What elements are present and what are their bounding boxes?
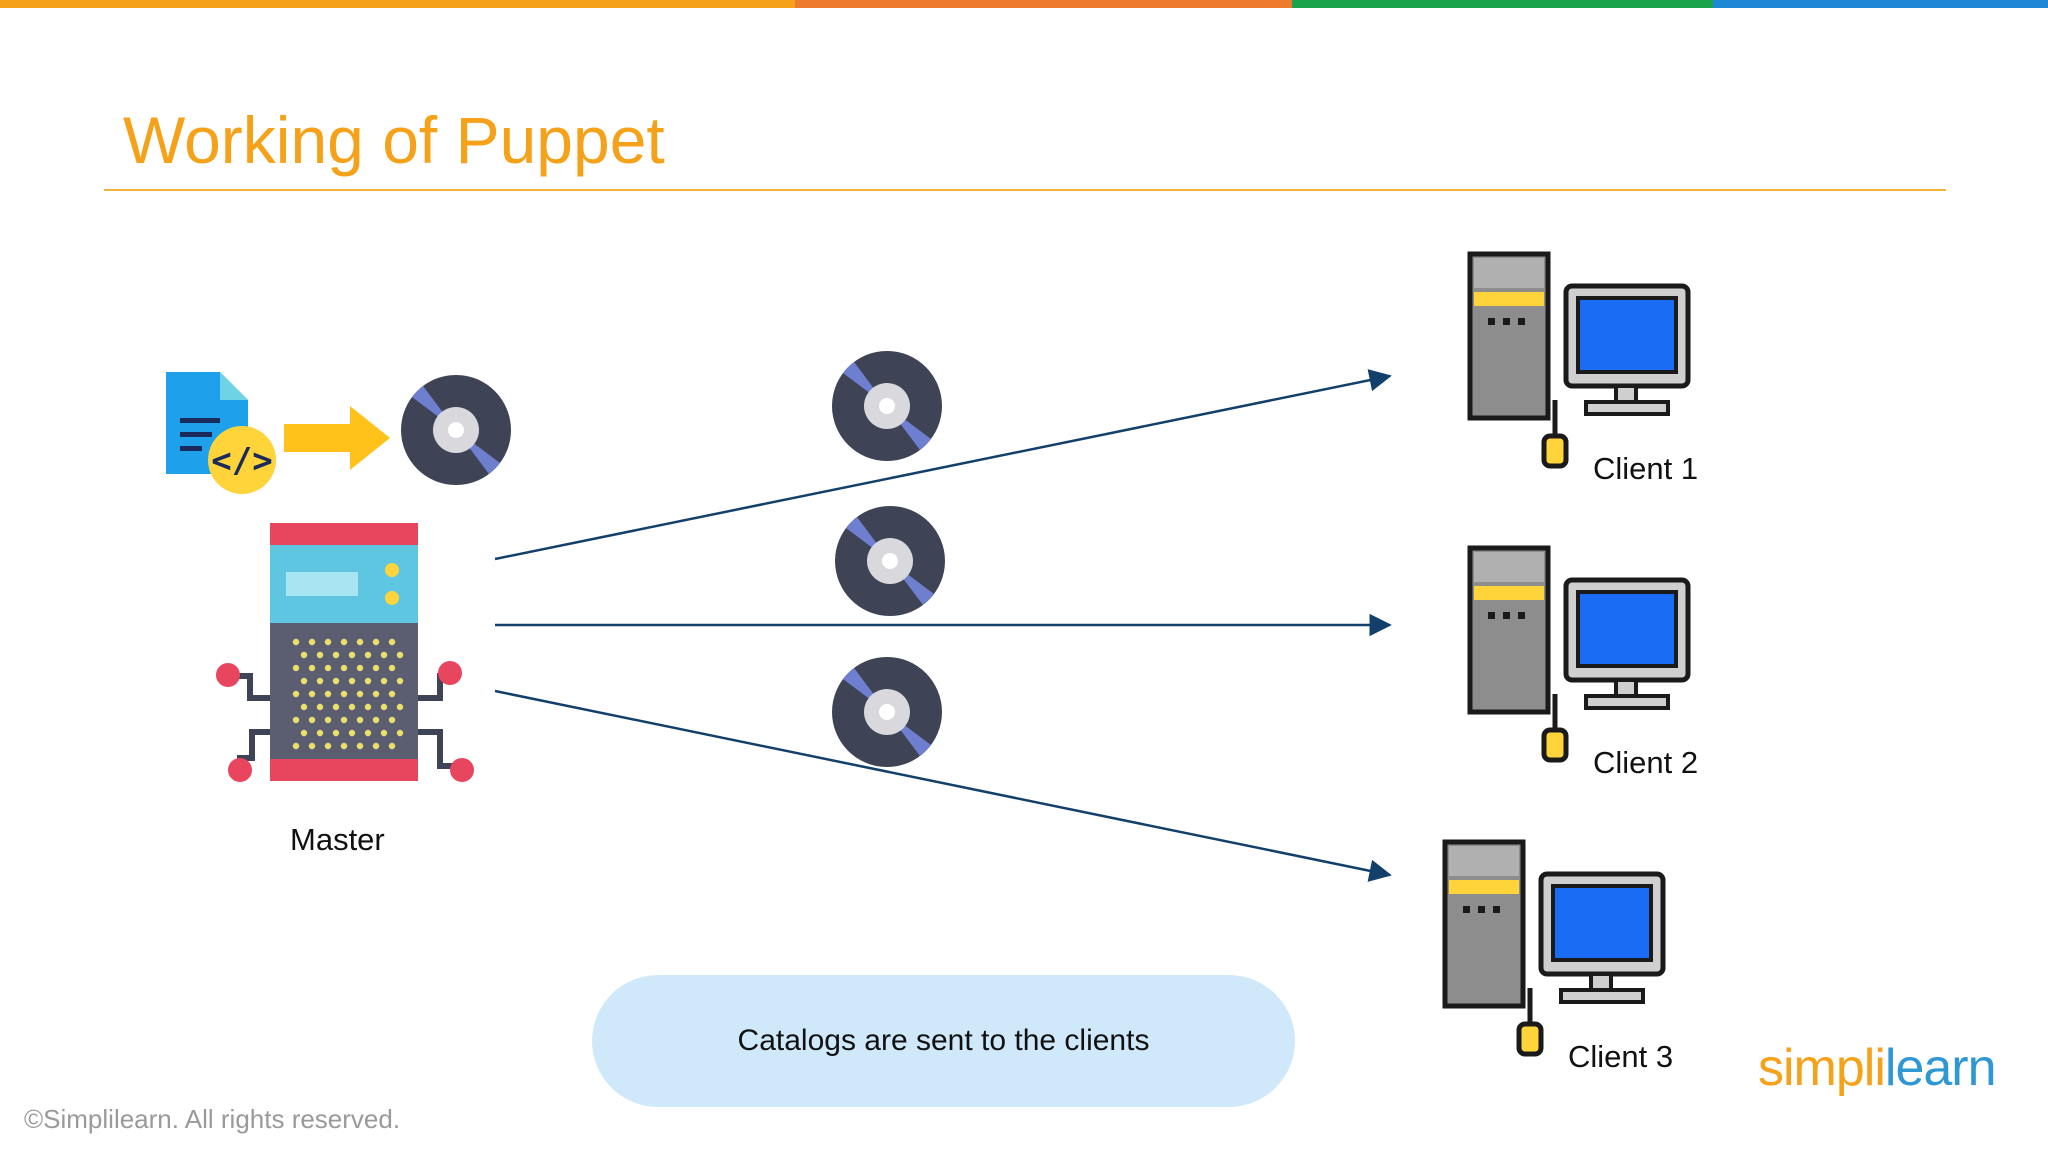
server-vent-dot <box>300 703 308 711</box>
server-vent-dot <box>388 664 396 672</box>
server-vent-dot <box>380 651 388 659</box>
server-vent-dot <box>324 638 332 646</box>
logo-part-simpl: simpl <box>1758 1039 1875 1097</box>
caption-bubble: Catalogs are sent to the clients <box>592 975 1295 1107</box>
server-vent-dot <box>340 742 348 750</box>
server-vent-dot <box>364 729 372 737</box>
server-vent-dot <box>372 664 380 672</box>
server-vent-dot <box>316 729 324 737</box>
server-vent-dot <box>388 742 396 750</box>
top-bar-segment-blue <box>1713 0 2048 8</box>
server-vent-dot <box>380 703 388 711</box>
server-vent-dot <box>300 677 308 685</box>
server-vent-dot <box>308 638 316 646</box>
server-vent-dot <box>316 677 324 685</box>
server-vent-dot <box>340 690 348 698</box>
server-vent-dot <box>332 677 340 685</box>
server-vent-dot <box>324 742 332 750</box>
server-vent-dot <box>332 729 340 737</box>
server-vent-dot <box>332 703 340 711</box>
server-vent-dot <box>308 690 316 698</box>
arrow-to-client-3 <box>494 689 1392 882</box>
title-underline <box>104 189 1946 191</box>
server-vent-dot <box>356 690 364 698</box>
server-vent-dot <box>308 664 316 672</box>
arrow-to-client-1 <box>494 369 1392 561</box>
server-vent-dot <box>300 651 308 659</box>
svg-text:</>: </> <box>211 441 272 481</box>
server-vent-dot <box>292 716 300 724</box>
slide-title: Working of Puppet <box>123 103 665 177</box>
server-vent-dot <box>364 703 372 711</box>
caption-text: Catalogs are sent to the clients <box>737 1024 1150 1057</box>
server-vent-dot <box>372 742 380 750</box>
server-vent-dot <box>316 651 324 659</box>
logo-part-learn: learn <box>1884 1039 1997 1097</box>
master-label: Master <box>290 822 385 857</box>
server-vent-dot <box>324 716 332 724</box>
server-vent-dot <box>308 716 316 724</box>
server-vent-dot <box>396 677 404 685</box>
server-vent-dot <box>372 690 380 698</box>
master-server-icon <box>216 523 474 782</box>
client-2-label: Client 2 <box>1593 745 1699 780</box>
server-vent-dot <box>356 638 364 646</box>
server-vent-dot <box>380 677 388 685</box>
server-vent-dot <box>372 716 380 724</box>
logo-part-i: i <box>1874 1039 1886 1097</box>
server-vent-dot <box>300 729 308 737</box>
client-3-label: Client 3 <box>1568 1039 1674 1074</box>
server-vent-dot <box>340 664 348 672</box>
server-vent-dot <box>356 742 364 750</box>
catalog-disc-icon-3 <box>832 657 942 767</box>
server-vent-dot <box>348 703 356 711</box>
server-vent-dot <box>324 664 332 672</box>
catalog-disc-icon-1 <box>832 351 942 461</box>
server-vent-dot <box>396 729 404 737</box>
server-vent-dot <box>340 716 348 724</box>
server-vent-dot <box>292 638 300 646</box>
server-vent-dot <box>348 651 356 659</box>
catalog-disc-icon <box>401 375 511 485</box>
server-vent-dot <box>348 677 356 685</box>
top-bar-segment-green <box>1292 0 1713 8</box>
server-vent-dot <box>356 664 364 672</box>
catalog-disc-icon-2 <box>835 506 945 616</box>
copyright-text: ©Simplilearn. All rights reserved. <box>24 1104 401 1134</box>
server-vent-dot <box>372 638 380 646</box>
client-3-computer-icon <box>1445 842 1663 1054</box>
client-1-label: Client 1 <box>1593 451 1699 486</box>
server-vent-dot <box>396 703 404 711</box>
client-2-computer-icon <box>1470 548 1688 760</box>
server-vent-dot <box>332 651 340 659</box>
server-vent-dot <box>292 664 300 672</box>
server-vent-dot <box>396 651 404 659</box>
server-vent-dot <box>388 638 396 646</box>
server-vent-dot <box>316 703 324 711</box>
simplilearn-logo: simplilearn <box>1758 1038 1997 1098</box>
server-vent-dot <box>324 690 332 698</box>
server-vent-dot <box>364 651 372 659</box>
client-1-computer-icon <box>1470 254 1688 466</box>
server-vent-dot <box>364 677 372 685</box>
server-vent-dot <box>308 742 316 750</box>
code-file-icon: </> <box>166 372 276 494</box>
compile-arrow-icon <box>284 406 390 470</box>
server-vent-dot <box>388 690 396 698</box>
server-vent-dot <box>356 716 364 724</box>
top-bar-segment-orange <box>0 0 795 8</box>
server-vent-dot <box>348 729 356 737</box>
server-vent-dot <box>292 742 300 750</box>
top-bar-segment-red-orange <box>795 0 1292 8</box>
server-vent-dot <box>380 729 388 737</box>
top-color-bar <box>0 0 2048 8</box>
server-vent-dot <box>340 638 348 646</box>
server-vent-dot <box>292 690 300 698</box>
server-vent-dot <box>388 716 396 724</box>
